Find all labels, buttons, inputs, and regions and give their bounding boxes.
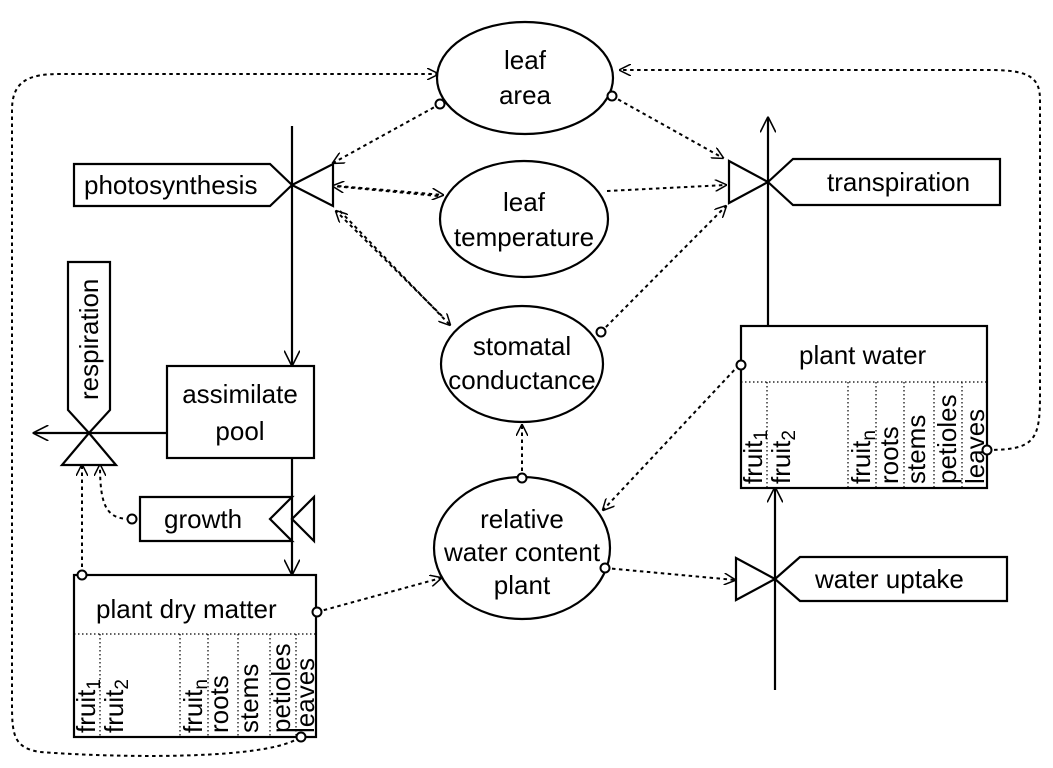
water-content-right-connector <box>599 562 611 574</box>
water-uptake-label: water uptake <box>814 564 964 594</box>
transpiration-label: transpiration <box>827 167 970 197</box>
leaf-area-label-line1: leaf <box>504 45 547 75</box>
growth-connector <box>126 513 138 525</box>
plant-water-column-label: petioles <box>932 394 962 484</box>
column-subscript: 2 <box>112 679 133 690</box>
stomatal-conductance-node <box>439 304 605 424</box>
plant-dry-matter-column-label: stems <box>234 664 264 733</box>
dry-matter-leaves-connector <box>295 731 307 743</box>
stomatal-to-photosynthesis-link <box>336 211 443 317</box>
leaf-area-to-photosynthesis-link <box>333 103 441 163</box>
plant-water-column-label: fruitn <box>846 430 880 484</box>
leaf-area-node <box>435 20 615 136</box>
plant-water-column-label: roots <box>874 426 904 484</box>
photosynthesis-rate-box <box>72 162 294 208</box>
column-subscript: 1 <box>751 430 772 441</box>
plant-dry-matter-column-label: fruitn <box>178 679 212 733</box>
assimilate-pool-label-line1: assimilate <box>182 379 298 409</box>
column-main-text: fruit <box>846 440 876 484</box>
photosynthesis-label: photosynthesis <box>84 170 257 200</box>
plant-dry-matter-column-label: fruit2 <box>99 679 133 733</box>
plant-dry-matter-column-label: roots <box>204 675 234 733</box>
growth-label: growth <box>164 504 242 534</box>
column-main-text: fruit <box>71 689 101 733</box>
plant-dry-matter-box <box>72 573 318 739</box>
leaf-temperature-label-line1: leaf <box>503 187 546 217</box>
leaf-area-left-connector <box>434 98 446 110</box>
growth-to-respiration-link <box>100 465 131 520</box>
transpiration-valve <box>727 159 771 205</box>
respiration-valve <box>59 431 119 467</box>
respiration-rate-box <box>66 260 112 435</box>
column-main-text: stems <box>901 415 931 484</box>
water-content-top-connector <box>516 472 528 484</box>
assimilate-pool-box <box>165 364 316 460</box>
leaf-area-label-line2: area <box>499 80 552 110</box>
growth-valve <box>290 494 316 544</box>
relative-water-content-label-line3: plant <box>494 570 551 600</box>
plant-water-column-label: stems <box>901 415 931 484</box>
water-content-to-water-uptake-link <box>604 567 735 580</box>
water-uptake-valve <box>734 556 778 602</box>
photosynthesis-to-stomatal-conductance-link <box>339 210 450 325</box>
respiration-label: respiration <box>74 279 104 400</box>
plant-water-box <box>739 324 989 490</box>
leaf-temperature-node <box>438 159 610 279</box>
plant-water-column-label: fruit2 <box>766 430 800 484</box>
column-main-text: petioles <box>266 643 296 733</box>
plant-water-to-water-content-link <box>603 364 740 510</box>
plant-water-title: plant water <box>799 340 927 370</box>
transpiration-rate-box <box>766 157 1002 207</box>
leaf-temperature-to-photosynthesis-link <box>333 186 439 197</box>
plant-dry-matter-column-label: leaves <box>290 658 320 733</box>
plant-dry-matter-title: plant dry matter <box>96 594 277 624</box>
column-main-text: fruit <box>178 689 208 733</box>
column-subscript: n <box>191 679 212 690</box>
column-main-text: petioles <box>932 394 962 484</box>
dry-matter-top-connector <box>76 569 88 581</box>
plant-water-connector <box>735 359 747 371</box>
column-subscript: n <box>859 430 880 441</box>
column-main-text: roots <box>204 675 234 733</box>
plant-water-leaves-connector <box>981 444 993 456</box>
leaf-area-right-connector <box>606 90 618 102</box>
column-subscript: 2 <box>779 430 800 441</box>
photosynthesis-to-leaf-temperature-link <box>337 185 443 195</box>
dry-matter-right-connector <box>311 606 323 618</box>
stomatal-conductance-label-line2: conductance <box>448 365 595 395</box>
leaf-area-to-transpiration-link <box>611 95 723 158</box>
dry-matter-to-water-content-link <box>316 578 441 613</box>
leaves-to-leaf-area-link <box>11 74 438 757</box>
leaf-temperature-to-transpiration-link <box>606 185 726 192</box>
growth-rate-box <box>138 495 295 543</box>
water-uptake-rate-box <box>773 555 1009 603</box>
column-subscript: 1 <box>84 679 105 690</box>
column-main-text: fruit <box>766 440 796 484</box>
plant-water-leaves-to-leaf-area-link <box>620 70 1041 451</box>
photosynthesis-valve <box>289 162 335 208</box>
plant-dry-matter-column-label: fruit1 <box>71 679 105 733</box>
stomatal-connector <box>595 326 607 338</box>
column-main-text: stems <box>234 664 264 733</box>
column-main-text: roots <box>874 426 904 484</box>
plant-water-column-label: fruit1 <box>738 430 772 484</box>
relative-water-content-label-line2: water content <box>443 537 601 567</box>
column-main-text: fruit <box>738 440 768 484</box>
column-main-text: leaves <box>290 658 320 733</box>
stomatal-conductance-label-line1: stomatal <box>473 331 571 361</box>
plant-dry-matter-column-label: petioles <box>266 643 296 733</box>
column-main-text: fruit <box>99 689 129 733</box>
leaf-temperature-label-line2: temperature <box>454 222 594 252</box>
relative-water-content-label-line1: relative <box>480 504 564 534</box>
stomatal-to-transpiration-link <box>600 206 726 333</box>
assimilate-pool-label-line2: pool <box>215 416 264 446</box>
